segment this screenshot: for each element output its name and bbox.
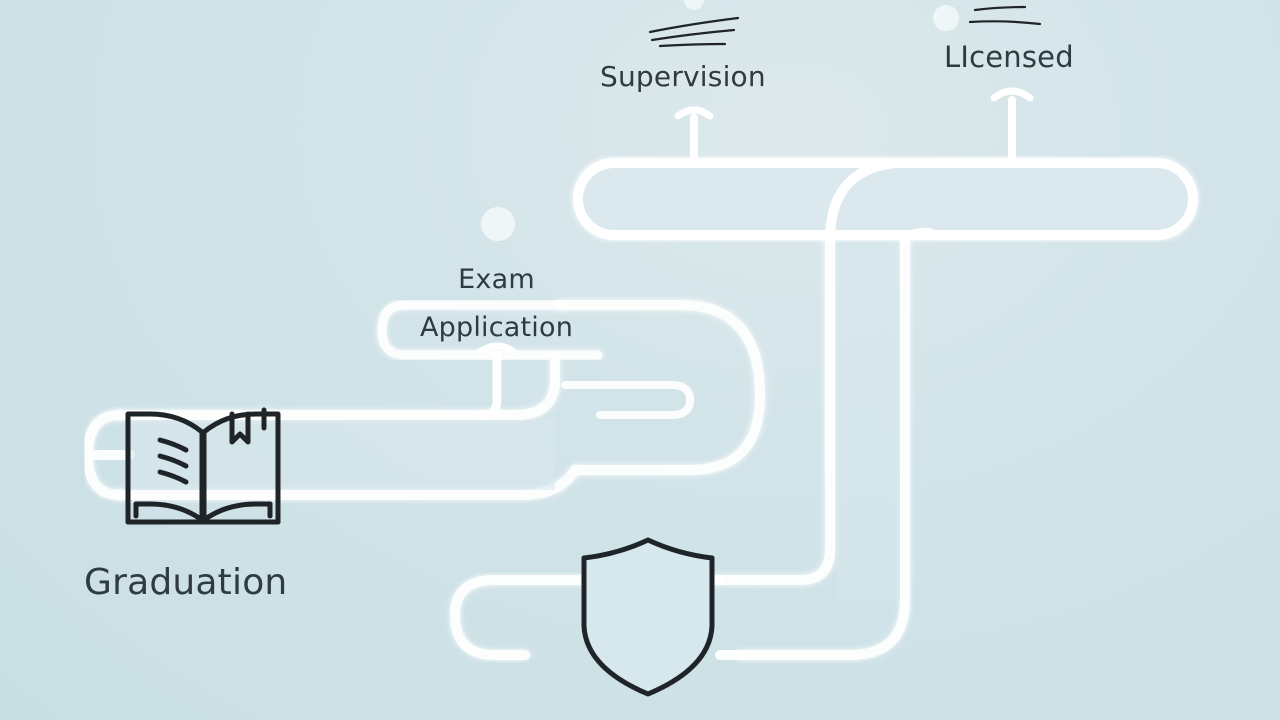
- stage-label-exam-line2: Application: [419, 312, 574, 343]
- stage-label-licensed: LIcensed: [944, 40, 1074, 74]
- stage-label-exam-application: Exam Application: [405, 256, 588, 352]
- book-icon: [125, 407, 281, 525]
- stage-label-exam-line1: Exam: [458, 264, 535, 295]
- stage-label-supervision: Supervision: [600, 60, 766, 93]
- stage-label-graduation: Graduation: [84, 562, 288, 603]
- scribble-licensed: [968, 5, 1042, 26]
- milestone-dot-licensed: [933, 5, 959, 31]
- supervision-branch: [621, 106, 774, 164]
- milestone-dot-exam: [481, 207, 515, 241]
- road-segment-upper: [573, 158, 1198, 245]
- milestone-dot-supervision: [684, 0, 704, 10]
- licensed-branch: [786, 87, 1142, 164]
- road-segment-exam-loop: [377, 300, 766, 475]
- road-segment-vertical: [695, 230, 910, 660]
- shield-icon: [581, 537, 715, 697]
- road-segment-graduation: [82, 355, 580, 500]
- scribble-supervision: [648, 16, 740, 48]
